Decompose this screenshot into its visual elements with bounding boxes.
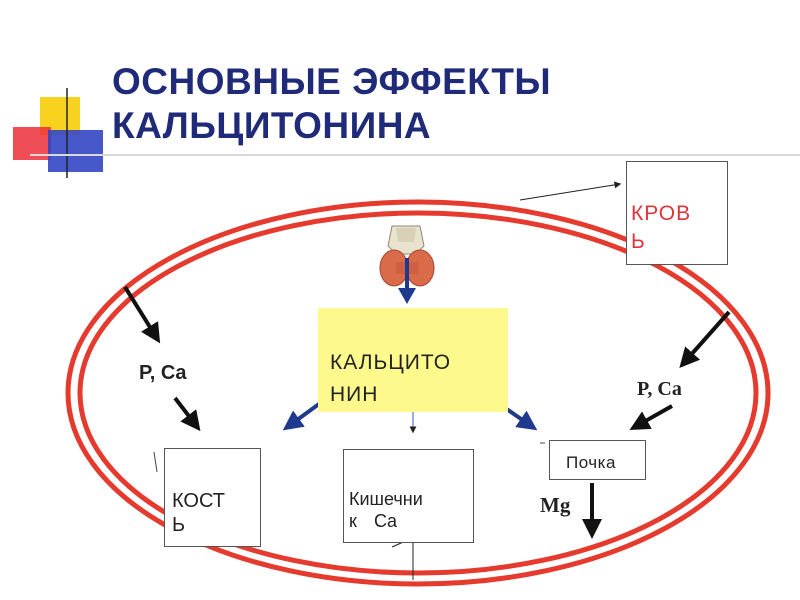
intestine-ion: Ca [374, 511, 397, 532]
kidney-label: Почка [566, 453, 616, 473]
arrow-to-blood [520, 184, 620, 200]
bone-label: КОСТ Ь [172, 489, 257, 537]
calcitonin-line-1: КАЛЬЦИТО [330, 347, 505, 379]
intestine-label: Кишечни к [349, 488, 471, 532]
arrow-right-upper [682, 312, 729, 365]
ion-label-right: P, Ca [637, 378, 682, 401]
bone-line-1: КОСТ [172, 489, 257, 513]
ion-label-mg: Mg [540, 493, 570, 518]
arrow-left-lower [175, 398, 198, 428]
bone-line-2: Ь [172, 513, 257, 537]
arrow-left-upper [125, 287, 158, 340]
blood-label: КРОВ Ь [631, 200, 723, 256]
arrow-right-lower [633, 406, 672, 428]
ion-label-left: P, Ca [139, 362, 186, 385]
blood-line-2: Ь [631, 228, 723, 256]
calcitonin-label: КАЛЬЦИТО НИН [330, 347, 505, 411]
calcitonin-line-2: НИН [330, 379, 505, 411]
bone-tick [154, 452, 157, 472]
blood-line-1: КРОВ [631, 200, 723, 228]
intestine-line-1: Кишечни [349, 488, 471, 510]
thyroid-gland-icon [372, 218, 442, 313]
intestine-line-2: к [349, 510, 471, 532]
